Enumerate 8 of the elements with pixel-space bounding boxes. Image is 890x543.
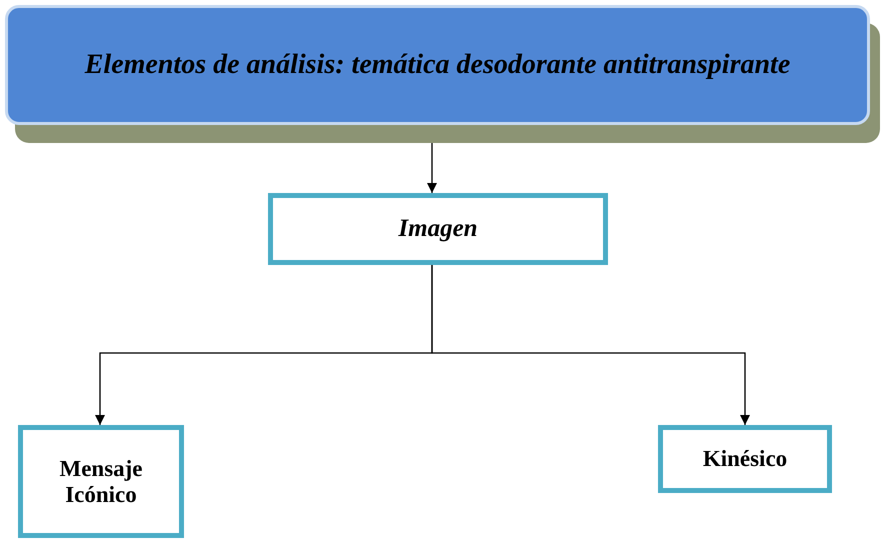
box-label: Imagen [397, 215, 479, 243]
category-box [268, 193, 608, 265]
arrow [431, 265, 750, 425]
category-box [18, 425, 184, 538]
box-label: Elementos de análisis: temática desodorante antitranspirante [84, 49, 792, 81]
box-label: Mensaje Icónico [58, 456, 144, 508]
category-box [658, 425, 832, 493]
box-label: Kinésico [702, 446, 788, 472]
